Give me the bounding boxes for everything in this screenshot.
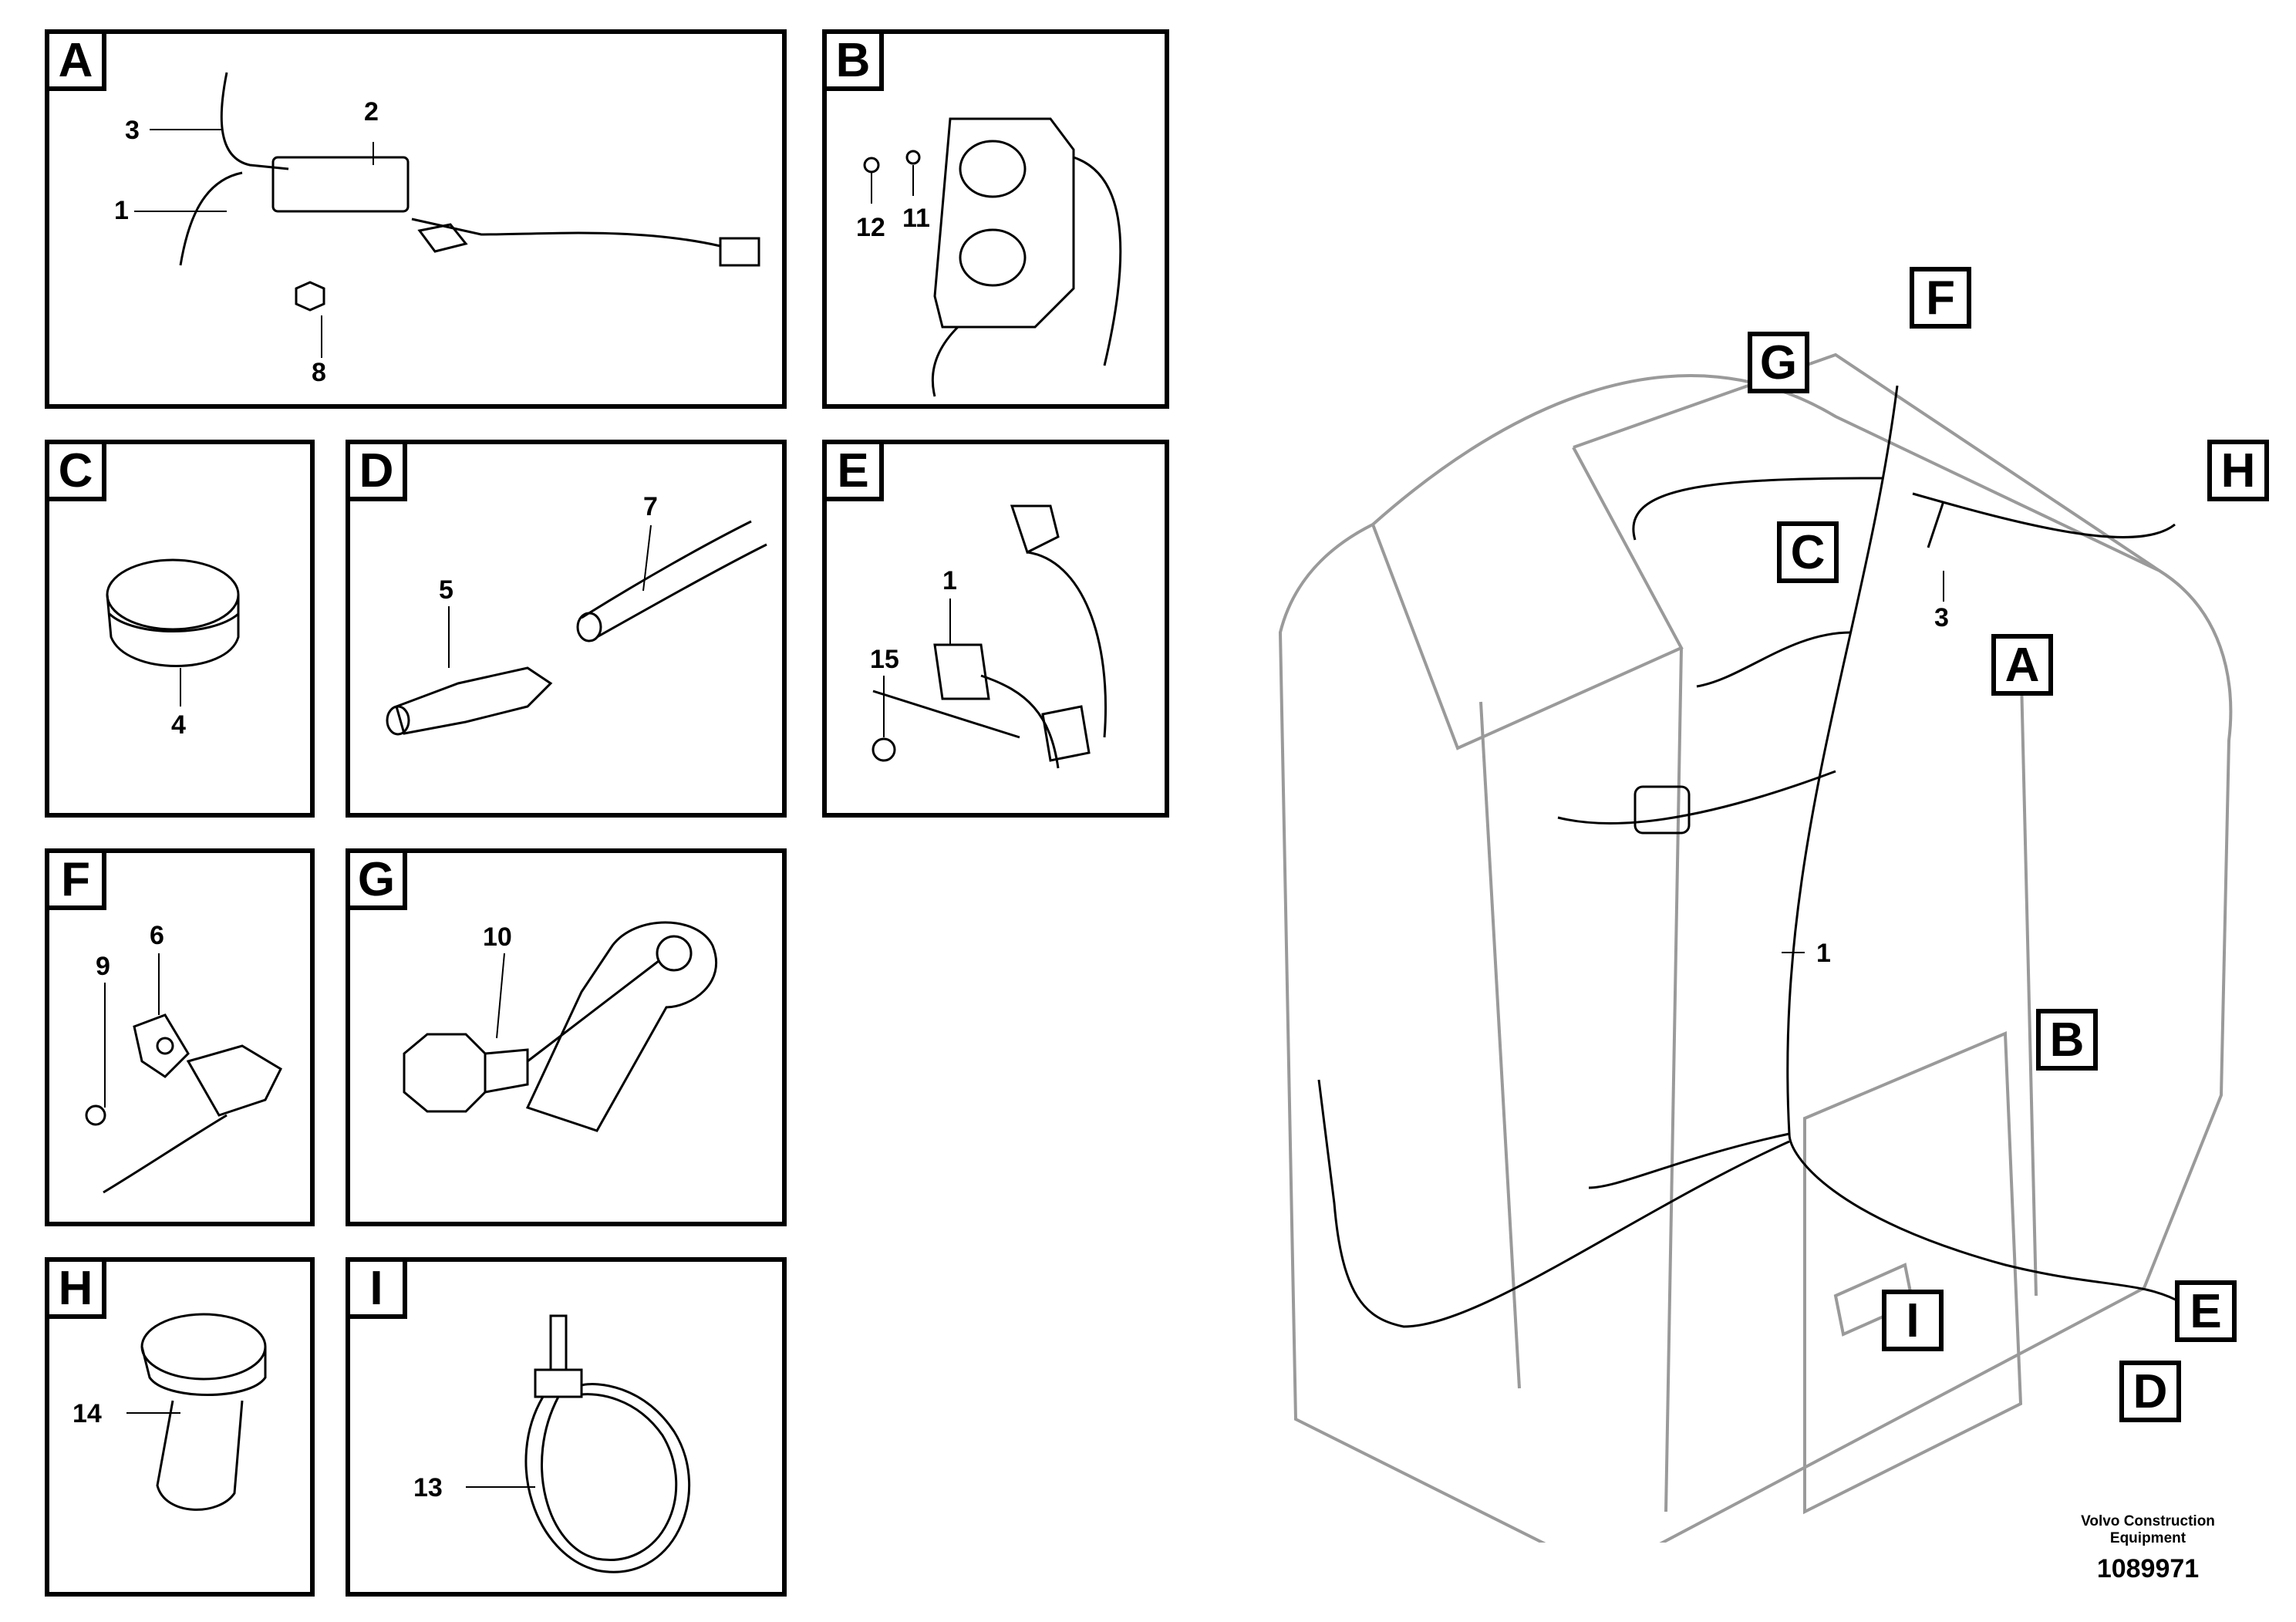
screw-15 [872,737,896,762]
hose-7 [581,520,752,619]
panel-f: 6 9 F [45,848,315,1226]
item-8-label: 8 [312,358,326,387]
socket-lower [959,228,1027,287]
bolt-10 [403,1033,487,1113]
grommet-4 [106,558,240,667]
cable-tie-13 [524,1314,691,1573]
callout-c: C [1777,521,1839,583]
panel-h: 14 H [45,1257,315,1597]
washer-11 [905,150,921,165]
item-7-label: 7 [643,492,658,521]
callout-f: F [1910,267,1971,329]
item-3-label: 3 [125,116,140,145]
panel-d: 7 5 D [346,440,787,818]
panel-c: 4 C [45,440,315,818]
screw-12 [863,157,880,174]
screw-8 [295,281,325,312]
panel-d-drawing: 7 5 [386,492,767,736]
item-1-label: 1 [114,196,129,225]
item-13-label: 13 [413,1473,443,1502]
panel-a: 3 2 1 8 A [45,29,787,409]
cab-drawing: 1 3 [1278,352,2233,1543]
panel-e: 1 15 E [822,440,1169,818]
wiring-harness [1317,385,2183,1328]
brand-line-1: Volvo Construction [2081,1513,2215,1529]
panel-g: 10 G [346,848,787,1226]
panel-f-letter: F [45,848,106,910]
panel-g-drawing: 10 [403,921,718,1132]
panel-h-drawing: 14 [72,1313,267,1511]
panel-g-letter: G [346,848,407,910]
callout-a: A [1991,634,2053,696]
callout-b: B [2036,1009,2098,1071]
panel-i-drawing: 13 [413,1314,691,1573]
plug [719,237,760,267]
panel-b: 12 11 B [822,29,1169,409]
callout-e: E [2175,1280,2237,1342]
part-number: 1089971 [2096,1554,2200,1583]
cable-lug [525,921,718,1132]
item-6-label: 6 [150,921,164,950]
socket-upper [959,140,1027,198]
item-10-label: 10 [483,922,512,952]
cable-3 [220,72,289,170]
screw-9 [85,1104,106,1126]
panel-e-drawing: 1 15 [870,504,1108,769]
panel-i-letter: I [346,1257,407,1319]
socket-plate [933,117,1075,329]
item-1-label: 1 [942,566,957,595]
plug-14 [140,1313,267,1511]
lead-wire [411,218,721,248]
item-5-label: 5 [439,575,453,605]
item-14-label: 14 [72,1399,102,1428]
item-4-label: 4 [171,710,186,740]
panel-c-letter: C [45,440,106,501]
callout-i: I [1882,1290,1944,1351]
brand-label: Volvo Construction Equipment [2075,1513,2221,1547]
cable-1 [179,171,243,266]
brand-line-2: Equipment [2109,1530,2186,1546]
item-2-label: 2 [364,97,379,126]
panel-b-drawing: 12 11 [856,117,1122,397]
panel-a-letter: A [45,29,106,91]
panel-f-drawing: 6 9 [85,921,282,1194]
panel-d-letter: D [346,440,407,501]
sensor-6 [133,1013,190,1078]
panel-c-drawing: 4 [106,558,240,740]
connector-2 [271,156,410,213]
item-9-label: 9 [96,952,110,981]
item-12-label: 12 [856,213,885,242]
item-15-label: 15 [870,645,899,674]
panel-a-drawing: 3 2 1 8 [114,72,760,387]
callout-g: G [1748,332,1809,393]
item-11-label: 11 [902,204,930,233]
cab-outline [1278,352,2233,1543]
panel-b-letter: B [822,29,884,91]
panel-i: 13 I [346,1257,787,1597]
cab-item-1-label: 1 [1816,939,1831,968]
panel-e-letter: E [822,440,884,501]
callout-h: H [2207,440,2269,501]
callout-d: D [2119,1361,2181,1422]
cab-item-3-label: 3 [1934,603,1949,632]
panel-h-letter: H [45,1257,106,1319]
nipple-5 [395,666,553,735]
